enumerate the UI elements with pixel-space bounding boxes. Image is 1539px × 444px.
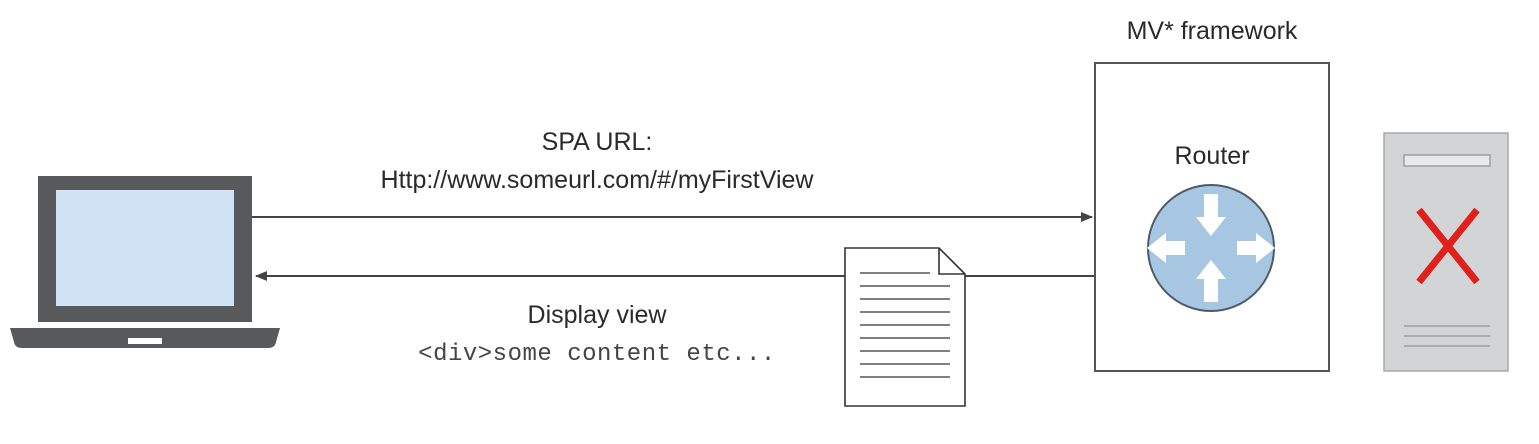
request-url: Http://www.someurl.com/#/myFirstView [380,166,814,194]
laptop-icon [10,176,280,348]
response-heading: Display view [527,301,667,329]
router-icon [1147,184,1275,312]
router-label: Router [1174,142,1250,170]
response-content: <div>some content etc... [418,341,776,368]
request-heading: SPA URL: [541,128,653,156]
framework-title: MV* framework [1126,17,1298,45]
document-icon [844,247,966,407]
x-mark-icon [1416,207,1480,285]
